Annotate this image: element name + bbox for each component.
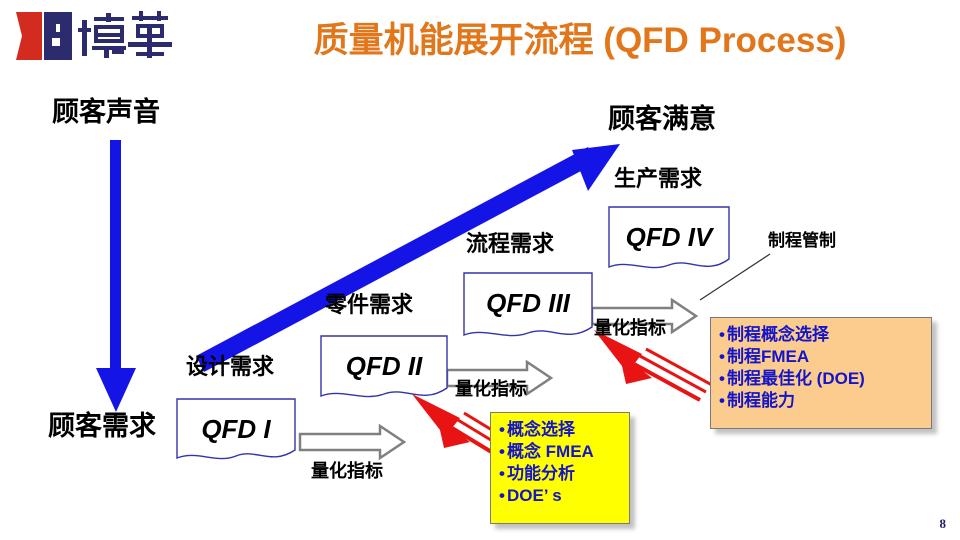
metric-label-2: 量化指标 — [455, 379, 527, 399]
qfd-3-box: QFD III — [463, 272, 593, 344]
callout-yellow-item-4: DOE’ s — [499, 485, 621, 507]
callout-yellow-item-1: 概念选择 — [499, 419, 621, 441]
callout-process-tools: 制程概念选择 制程FMEA 制程最佳化 (DOE) 制程能力 — [710, 317, 932, 429]
callout-orange-item-4: 制程能力 — [719, 390, 923, 412]
metric-label-1: 量化指标 — [311, 461, 383, 481]
callout-yellow-item-3: 功能分析 — [499, 463, 621, 485]
label-process-requirements: 流程需求 — [466, 231, 555, 256]
qfd-3-label: QFD III — [486, 288, 570, 318]
label-customer-satisfaction: 顾客满意 — [608, 104, 716, 134]
blue-down-arrow — [96, 140, 136, 412]
callout-orange-item-1: 制程概念选择 — [719, 324, 923, 346]
callout-orange-item-2: 制程FMEA — [719, 346, 923, 368]
callout-orange-item-3: 制程最佳化 (DOE) — [719, 368, 923, 390]
callout-concept-tools: 概念选择 概念 FMEA 功能分析 DOE’ s — [490, 412, 630, 524]
page-title: 质量机能展开流程 (QFD Process) — [313, 21, 847, 60]
qfd-2-label: QFD II — [345, 351, 423, 381]
label-voice-of-customer: 顾客声音 — [52, 97, 160, 127]
label-design-requirements: 设计需求 — [186, 354, 275, 379]
label-customer-requirements: 顾客需求 — [48, 411, 156, 441]
red-arrow-2 — [594, 330, 713, 402]
company-logo — [8, 6, 198, 68]
label-production-requirements: 生产需求 — [614, 166, 703, 191]
qfd-4-label: QFD IV — [625, 222, 713, 252]
page-number: 8 — [939, 516, 947, 531]
qfd-1-label: QFD I — [201, 414, 271, 444]
callout-yellow-item-2: 概念 FMEA — [499, 441, 621, 463]
metric-label-3: 量化指标 — [594, 318, 666, 338]
label-part-requirements: 零件需求 — [325, 292, 414, 317]
qfd-2-box: QFD II — [320, 335, 448, 405]
qfd-4-box: QFD IV — [608, 206, 730, 276]
gray-block-arrow-1 — [298, 423, 407, 461]
qfd-1-box: QFD I — [176, 398, 296, 466]
label-process-control: 制程管制 — [768, 231, 836, 250]
